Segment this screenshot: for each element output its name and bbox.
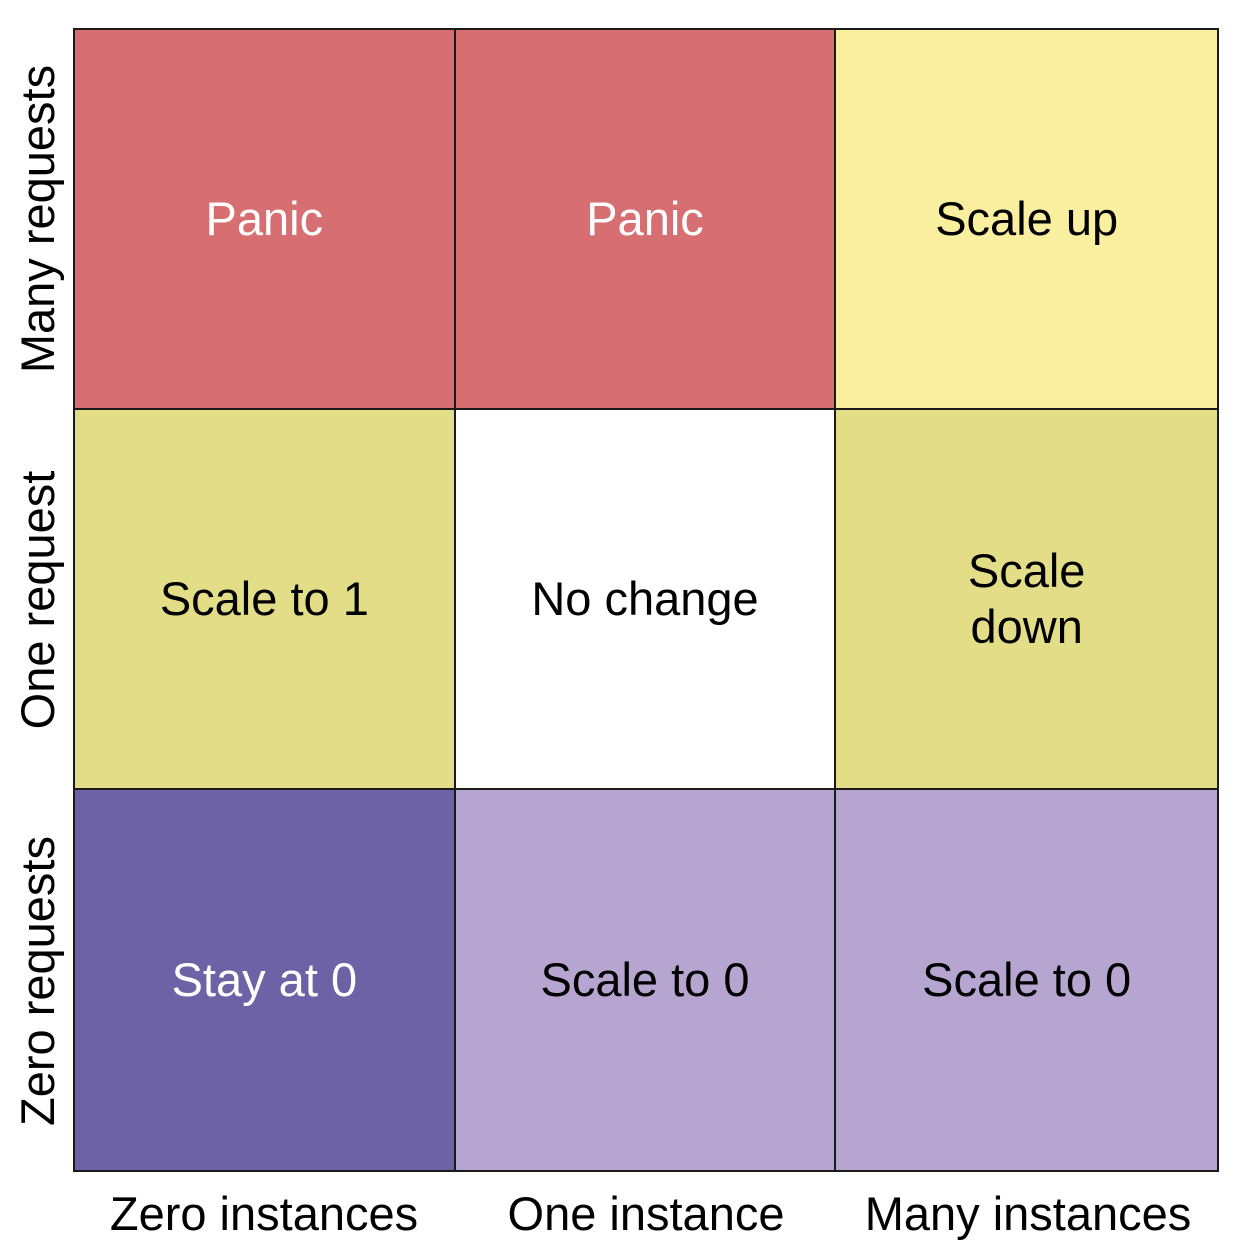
cell-label: Scale up (935, 191, 1119, 245)
row-label-many-requests: Many requests (10, 64, 64, 374)
cell-zero-requests-many-instances: Scale to 0 (836, 790, 1217, 1170)
cell-label: Panic (205, 191, 324, 245)
cell-many-requests-one-instance: Panic (455, 30, 837, 410)
row-label-zero-requests: Zero requests (10, 836, 64, 1126)
cell-label: Stay at 0 (171, 952, 358, 1006)
row-label-one-request: One request (10, 470, 64, 730)
cell-many-requests-many-instances: Scale up (836, 30, 1217, 410)
cell-label: Scale to 0 (540, 952, 750, 1006)
cell-label: Scale down (967, 543, 1086, 653)
cell-zero-requests-one-instance: Scale to 0 (455, 790, 837, 1170)
column-label-many-instances: Many instances (864, 1187, 1192, 1240)
cell-one-request-many-instances: Scale down (836, 410, 1217, 790)
cell-label: Scale to 0 (922, 952, 1132, 1006)
cell-label: Panic (586, 191, 704, 245)
cell-one-request-zero-instances: Scale to 1 (75, 410, 456, 790)
column-label-zero-instances: Zero instances (109, 1187, 419, 1240)
cell-label: No change (531, 571, 759, 625)
scaling-matrix: Panic Panic Scale up Scale to 1 No chang… (73, 28, 1219, 1172)
cell-label: Scale to 1 (159, 571, 369, 625)
cell-one-request-one-instance: No change (455, 410, 837, 790)
column-label-one-instance: One instance (507, 1187, 785, 1240)
cell-zero-requests-zero-instances: Stay at 0 (75, 790, 456, 1170)
cell-many-requests-zero-instances: Panic (75, 30, 456, 410)
